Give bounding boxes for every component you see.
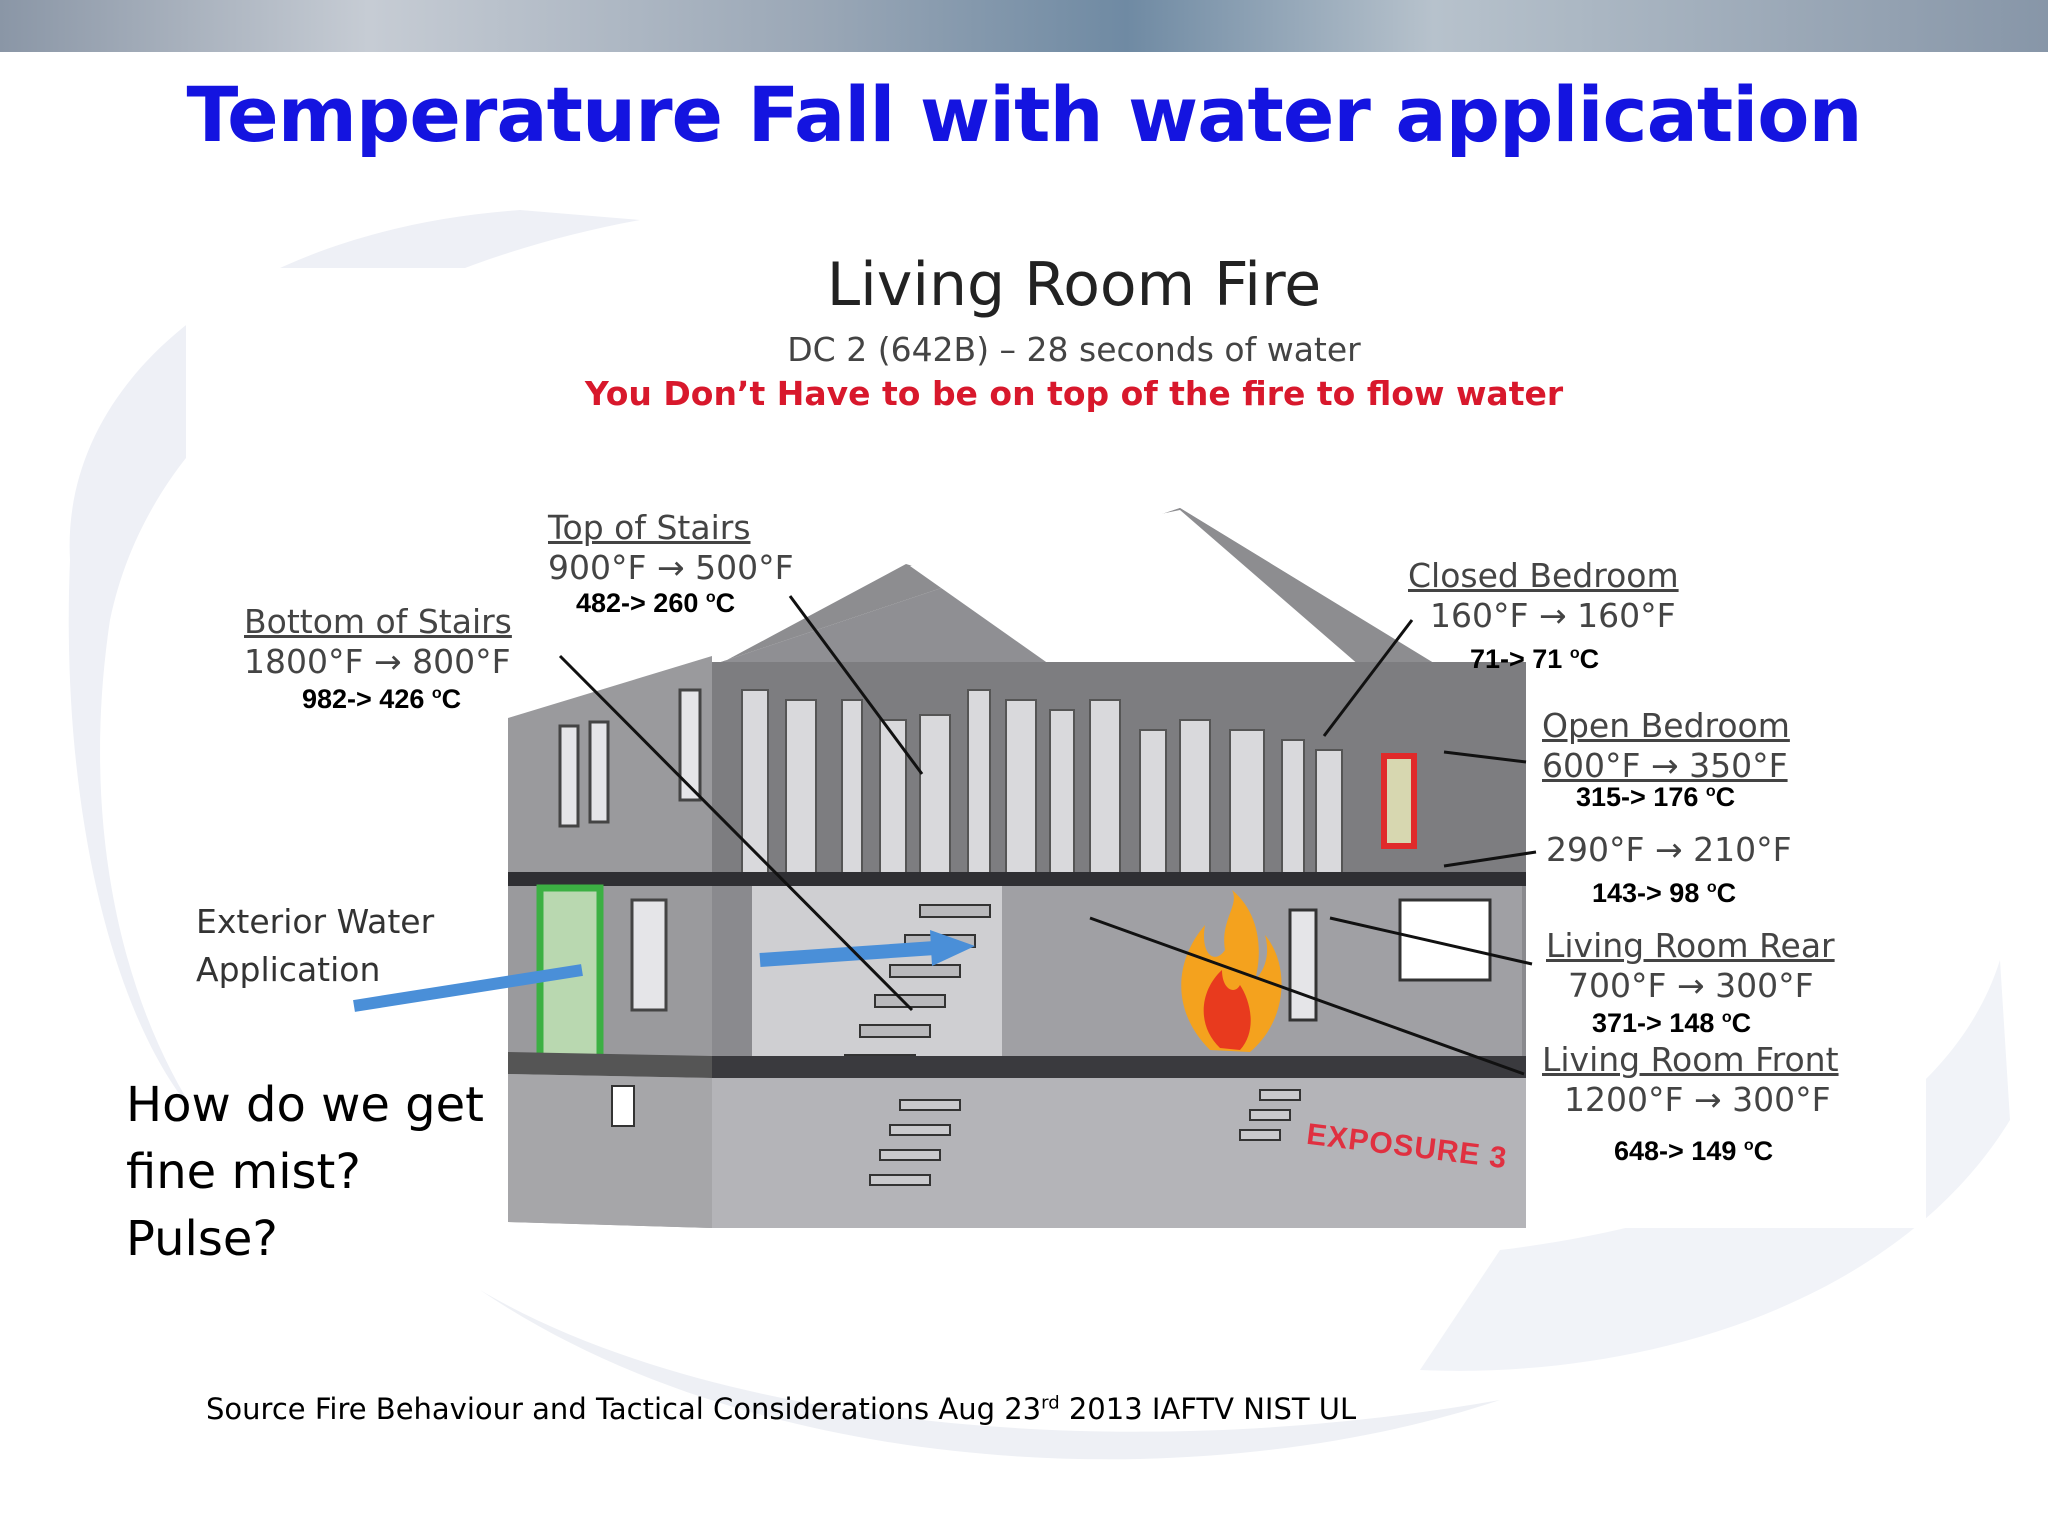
- question-text: How do we get fine mist? Pulse?: [126, 1077, 484, 1268]
- header-image-strip: [0, 0, 2048, 52]
- label-living-room-front: Living Room Front 1200°F → 300°F: [1542, 1040, 1839, 1119]
- water-arrow-exterior: [353, 964, 583, 1012]
- basement: [712, 1078, 1526, 1228]
- source-citation: Source Fire Behaviour and Tactical Consi…: [206, 1392, 1357, 1426]
- celsius-closed-bedroom: 71-> 71 oC: [1470, 644, 1600, 674]
- slide-title: Temperature Fall with water application: [186, 70, 1862, 159]
- upper-columns: [741, 689, 1343, 881]
- label-open-bedroom: Open Bedroom 600°F → 350°F: [1542, 706, 1790, 785]
- label-upper-hall: 290°F → 210°F: [1546, 830, 1792, 869]
- bedroom-window: [1381, 753, 1417, 849]
- celsius-open-bedroom: 315-> 176 oC: [1576, 782, 1736, 812]
- celsius-upper-hall: 143-> 98 oC: [1592, 878, 1737, 908]
- label-closed-bedroom: Closed Bedroom 160°F → 160°F: [1408, 556, 1679, 635]
- celsius-living-room-front: 648-> 149 oC: [1614, 1136, 1774, 1166]
- floor-slab: [508, 872, 1526, 886]
- diagram-title: Living Room Fire: [826, 250, 1322, 320]
- exterior-water-label: Exterior Water Application: [196, 902, 435, 989]
- celsius-bottom-of-stairs: 982-> 426 oC: [302, 684, 462, 714]
- fire-icon: [1181, 890, 1282, 1052]
- lower-floor-slab: [712, 1056, 1526, 1078]
- water-arrow-interior: [759, 930, 975, 967]
- diagram-note: You Don’t Have to be on top of the fire …: [584, 374, 1564, 413]
- celsius-top-of-stairs: 482-> 260 oC: [576, 588, 736, 618]
- label-living-room-rear: Living Room Rear 700°F → 300°F: [1546, 926, 1835, 1005]
- leader-lines: [558, 595, 1537, 1076]
- label-top-of-stairs: Top of Stairs 900°F → 500°F: [548, 508, 794, 587]
- celsius-living-room-rear: 371-> 148 oC: [1592, 1008, 1752, 1038]
- label-bottom-of-stairs: Bottom of Stairs 1800°F → 800°F: [244, 602, 512, 681]
- diagram-subtitle: DC 2 (642B) – 28 seconds of water: [787, 330, 1361, 369]
